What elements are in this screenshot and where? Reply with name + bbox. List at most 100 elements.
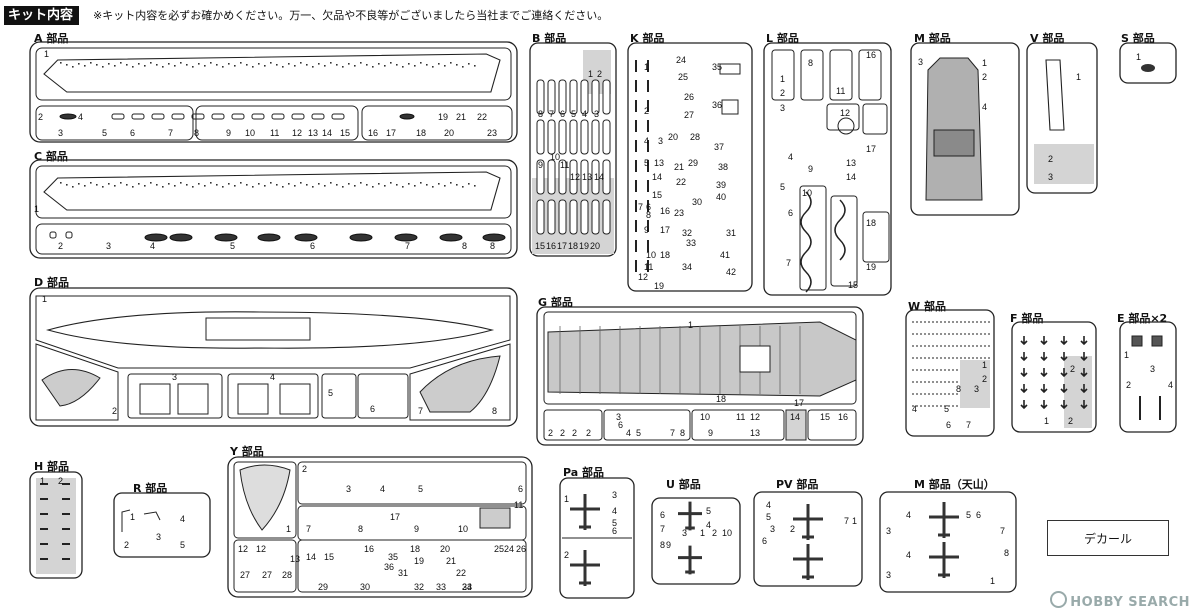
part-pv-plane-bottom	[793, 544, 823, 580]
part-b-mast	[536, 159, 545, 195]
part-number-y-27: 27	[262, 570, 272, 580]
part-number-y-4: 4	[380, 484, 385, 494]
part-f-antenna	[1040, 400, 1048, 410]
part-number-b-20: 20	[590, 241, 600, 251]
part-f-antenna	[1080, 384, 1088, 394]
part-number-y-35: 35	[388, 552, 398, 562]
part-number-y-33: 33	[436, 582, 446, 592]
frame-b	[529, 42, 617, 257]
part-number-k-42: 42	[726, 267, 736, 277]
l-subpanel	[800, 49, 824, 101]
part-b-mast	[569, 79, 578, 115]
part-number-k-25: 25	[678, 72, 688, 82]
part-number-u-3: 3	[682, 528, 687, 538]
part-number-m2-7: 7	[1000, 526, 1005, 536]
part-number-g-4: 4	[626, 428, 631, 438]
frame-d	[29, 287, 518, 427]
part-number-b-10: 10	[550, 152, 560, 162]
part-number-y-3: 3	[346, 484, 351, 494]
c-hull-detail	[156, 184, 158, 186]
part-number-a-22: 22	[477, 112, 487, 122]
c-hull-detail	[384, 185, 386, 187]
part-d7-stern-deck	[419, 355, 501, 413]
c-hull-detail	[216, 184, 218, 186]
part-d1-detail	[205, 317, 311, 341]
part-number-u-10: 10	[722, 528, 732, 538]
part-b-mast	[591, 79, 600, 115]
watermark-logo-icon	[1050, 591, 1068, 608]
part-number-k-18: 18	[660, 250, 670, 260]
part-number-a-10: 10	[245, 128, 255, 138]
part-u-plane-top	[678, 501, 702, 531]
part-number-a-13: 13	[308, 128, 318, 138]
a-hull-detail	[396, 64, 398, 66]
a-hull-detail	[336, 64, 338, 66]
c-hull-detail	[246, 184, 248, 186]
a-hull-detail	[450, 62, 452, 64]
part-number-y-10: 10	[458, 524, 468, 534]
a-hull-detail	[318, 63, 320, 65]
a-hull-detail	[276, 64, 278, 66]
part-number-u-5: 5	[706, 506, 711, 516]
part-number-k-13: 13	[654, 158, 664, 168]
part-number-b-15: 15	[535, 241, 545, 251]
a-hull-detail	[348, 63, 350, 65]
part-number-b-14: 14	[594, 172, 604, 182]
part-f-antenna	[1080, 352, 1088, 362]
part-number-m2-5: 5	[966, 510, 971, 520]
part-f-antenna	[1080, 336, 1088, 346]
a-hull-detail	[360, 62, 362, 64]
part-b-mast	[580, 159, 589, 195]
part-c-boat	[482, 233, 506, 242]
part-number-k-14: 14	[652, 172, 662, 182]
part-number-a-7: 7	[168, 128, 173, 138]
c-hull-detail	[420, 182, 422, 184]
part-l10-frame	[800, 191, 812, 293]
frame-pa	[559, 477, 635, 599]
part-number-y-6: 6	[518, 484, 523, 494]
part-number-v-2: 2	[1048, 154, 1053, 164]
part-number-b-6: 6	[560, 109, 565, 119]
a-hull-detail	[144, 65, 146, 67]
part-number-g-12: 12	[750, 412, 760, 422]
part-b-mast	[558, 119, 567, 155]
part-number-b-3: 3	[594, 109, 599, 119]
part-number-g-8: 8	[680, 428, 685, 438]
a-hull-detail	[60, 62, 62, 64]
part-number-m2-4: 4	[906, 550, 911, 560]
a-hull-detail	[306, 64, 308, 66]
c-hull-detail	[330, 182, 332, 184]
part-number-g-3: 3	[616, 412, 621, 422]
part-b-mast	[547, 159, 556, 195]
c-hull-detail	[114, 185, 116, 187]
frame-k	[627, 42, 753, 292]
sub-a-small-2	[195, 105, 359, 141]
a-hull-detail	[462, 66, 464, 68]
part-b-mast	[558, 79, 567, 115]
frame-u	[651, 497, 741, 585]
part-number-l-12: 12	[840, 108, 850, 118]
part-number-d-8: 8	[492, 406, 497, 416]
part-number-b-1: 1	[588, 69, 593, 79]
part-number-u-6: 6	[660, 510, 665, 520]
a-hull-detail	[126, 64, 128, 66]
part-number-d-2: 2	[112, 406, 117, 416]
frame-g	[536, 306, 864, 446]
sub-c-boats	[35, 223, 512, 255]
part-a1-hull-half	[43, 53, 501, 93]
section-l-label: L 部品	[766, 32, 799, 45]
part-number-pv-4: 4	[766, 500, 771, 510]
part-b-mast	[558, 199, 567, 235]
section-pa-label: Pa 部品	[563, 466, 605, 479]
part-y11	[479, 507, 511, 529]
part-number-c-6: 6	[310, 241, 315, 251]
g-shaded	[785, 409, 807, 441]
part-number-u-1: 1	[700, 528, 705, 538]
part-number-y-12: 12	[238, 544, 248, 554]
frame-w	[905, 309, 995, 437]
part-number-w-1: 1	[982, 360, 987, 370]
part-f-antenna	[1020, 400, 1028, 410]
c-hull-detail	[144, 185, 146, 187]
part-a-small	[311, 113, 325, 120]
part-number-b-2: 2	[597, 69, 602, 79]
